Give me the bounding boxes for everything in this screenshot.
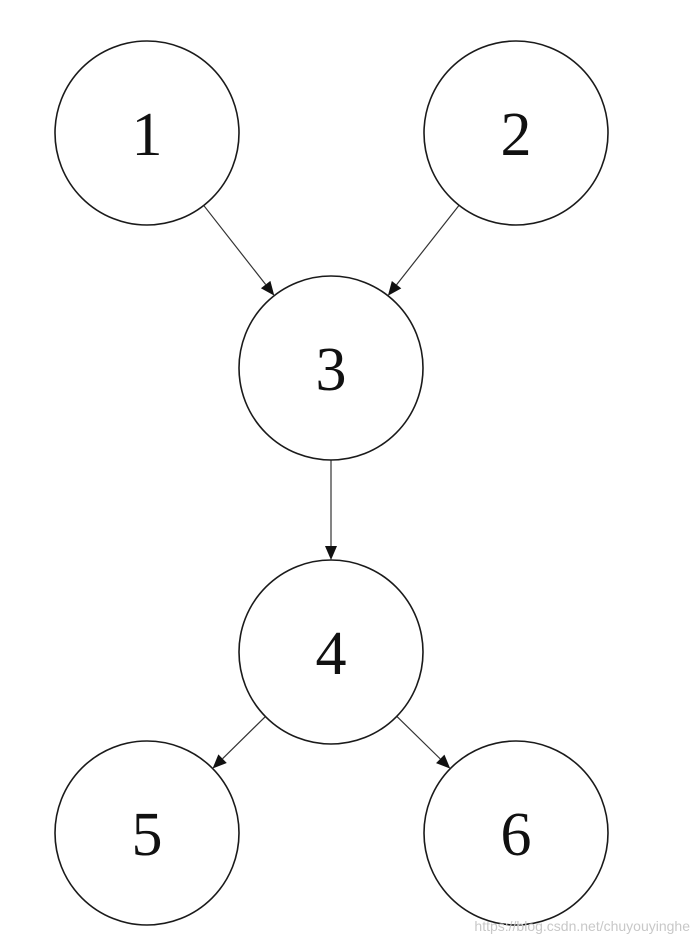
- node-1: 1: [54, 40, 240, 226]
- edge-4-to-6: [396, 715, 451, 769]
- node-label: 2: [501, 101, 532, 169]
- node-label: 4: [316, 620, 347, 688]
- node-circle: [238, 275, 424, 461]
- edge-line: [396, 204, 460, 286]
- edge-2-to-3: [387, 204, 460, 296]
- arrowhead-icon: [387, 281, 402, 296]
- node-2: 2: [423, 40, 609, 226]
- node-label: 1: [132, 101, 163, 169]
- arrowhead-icon: [436, 754, 451, 769]
- watermark-text: https://blog.csdn.net/chuyouyinghe: [474, 918, 690, 934]
- arrowhead-icon: [212, 754, 227, 769]
- node-circle: [423, 40, 609, 226]
- node-circle: [54, 740, 240, 926]
- arrowhead-icon: [325, 546, 337, 560]
- node-circle: [54, 40, 240, 226]
- node-4: 4: [238, 559, 424, 745]
- node-label: 3: [316, 336, 347, 404]
- node-3: 3: [238, 275, 424, 461]
- node-6: 6: [423, 740, 609, 926]
- node-label: 5: [132, 801, 163, 869]
- edge-3-to-4: [325, 460, 337, 560]
- edge-4-to-5: [212, 716, 266, 769]
- edge-line: [203, 205, 267, 285]
- nodes: 1 2 3 4 5 6: [54, 40, 609, 926]
- node-circle: [238, 559, 424, 745]
- edge-line: [222, 716, 266, 760]
- edges: [203, 204, 460, 769]
- edge-line: [396, 715, 441, 760]
- edge-1-to-3: [203, 205, 275, 296]
- node-label: 6: [501, 801, 532, 869]
- node-circle: [423, 740, 609, 926]
- arrowhead-icon: [260, 280, 275, 296]
- node-5: 5: [54, 740, 240, 926]
